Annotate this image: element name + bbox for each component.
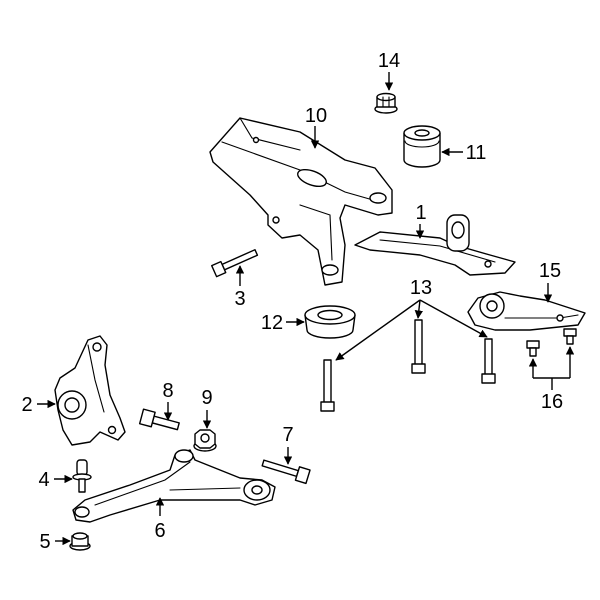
callout-13-label: 13: [410, 277, 432, 299]
callout-7-label: 7: [282, 424, 293, 446]
callout-1-label: 1: [415, 202, 426, 224]
callout-16-label: 16: [541, 391, 563, 413]
callout-15-label: 15: [539, 260, 561, 282]
callout-12-label: 12: [261, 312, 283, 334]
part-13-bolt-c: [481, 338, 496, 384]
part-2-steering-knuckle: [54, 335, 126, 446]
callout-6-label: 6: [154, 520, 165, 542]
callout-14-label: 14: [378, 50, 400, 72]
leader-13-b: [414, 299, 424, 319]
part-6-control-arm: [72, 449, 276, 523]
callout-5-label: 5: [39, 531, 50, 553]
part-16-bolt-b: [563, 328, 577, 345]
part-9-nut: [193, 429, 217, 452]
callout-11-label: 11: [466, 142, 487, 164]
part-13-bolt-a: [320, 359, 335, 412]
part-7-bolt: [261, 459, 311, 485]
leader-lines: [37, 72, 575, 546]
part-5-nut: [69, 532, 91, 551]
part-11-bushing: [403, 125, 441, 168]
part-8-bolt: [138, 408, 180, 431]
part-10-crossmember: [209, 117, 393, 286]
part-1-mount-bracket: [354, 214, 516, 276]
callout-labels: 14 10 11 1 15 3 12 13 16 2 8 9 7 4 6 5: [21, 50, 563, 553]
leader-13-c: [419, 299, 488, 338]
part-4-ball-joint: [72, 459, 92, 493]
callout-4-label: 4: [38, 469, 49, 491]
part-3-bolt: [211, 249, 259, 278]
callout-8-label: 8: [162, 380, 173, 402]
callout-3-label: 3: [234, 288, 245, 310]
callout-2-label: 2: [21, 394, 32, 416]
callout-9-label: 9: [201, 387, 212, 409]
part-14-nut: [374, 92, 398, 114]
callout-10-label: 10: [305, 105, 327, 127]
part-13-bolt-b: [411, 319, 426, 374]
part-12-bushing: [304, 305, 356, 339]
leader-13-a: [335, 299, 421, 361]
part-16-bolt-a: [526, 340, 540, 357]
part-15-bracket: [467, 291, 586, 331]
